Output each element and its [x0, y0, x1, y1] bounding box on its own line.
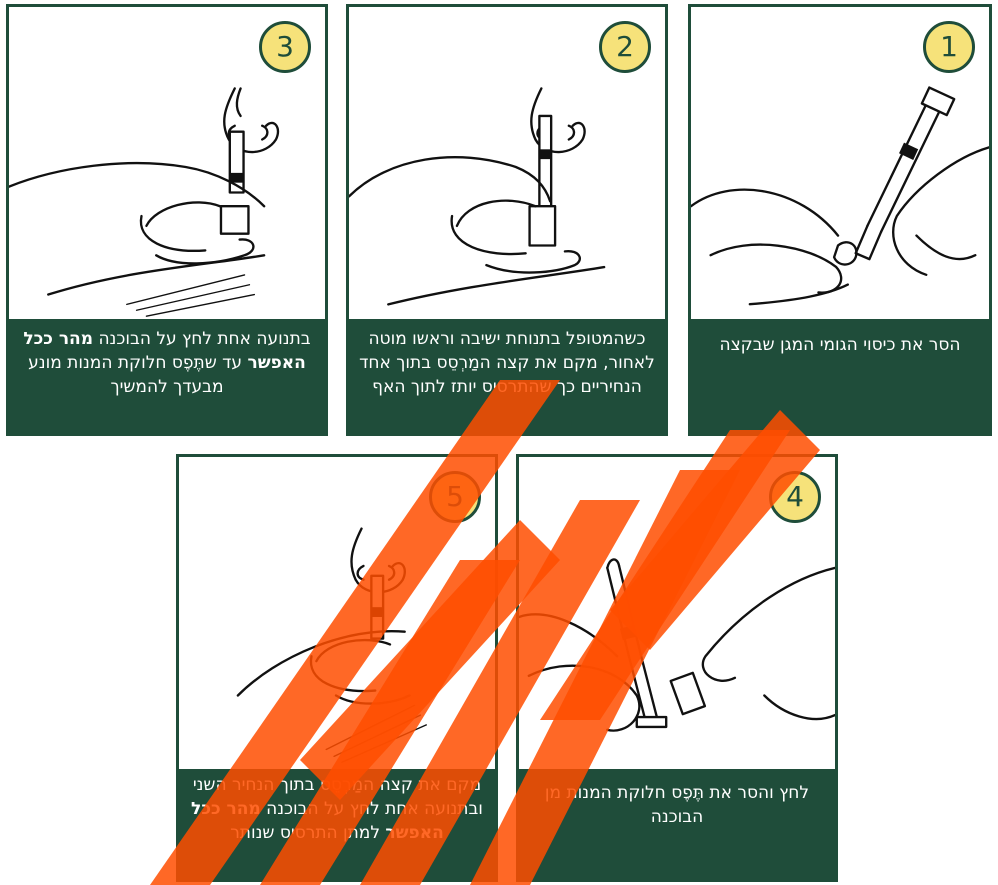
caption-text: בתנועה אחת לחץ על הבוכנה — [93, 329, 311, 349]
caption-text: כשהמטופל בתנוחת ישיבה וראשו מוטה לאחור, … — [359, 329, 655, 397]
step-5-panel: 5 מקם את קצה המַרְסֵס בתוך הנחיר השני וב… — [176, 454, 498, 882]
caption-text: עד שתֶּפֶס חלוקת המנות מונע מבעדך להמשיך — [28, 353, 247, 397]
step-5-caption: מקם את קצה המַרְסֵס בתוך הנחיר השני ובתנ… — [179, 769, 495, 879]
step-2-panel: 2 כשהמטופל בתנוחת ישיבה וראשו מוטה לאחור… — [346, 4, 668, 436]
step-number-badge: 2 — [599, 21, 651, 73]
step-4-caption: לחץ והסר את תֶּפֶס חלוקת המנות מן הבוכנה — [519, 769, 835, 879]
step-2-caption: כשהמטופל בתנוחת ישיבה וראשו מוטה לאחור, … — [349, 319, 665, 433]
step-number-badge: 1 — [923, 21, 975, 73]
caption-text: למתן התרסיס שנותר — [230, 823, 385, 843]
step-3-panel: 3 בתנועה אחת לחץ על הבוכנה מהר ככל האפשר… — [6, 4, 328, 436]
step-number-badge: 4 — [769, 471, 821, 523]
step-1-caption: הסר את כיסוי הגומי המגן שבקצה — [691, 319, 989, 433]
step-3-caption: בתנועה אחת לחץ על הבוכנה מהר ככל האפשר ע… — [9, 319, 325, 433]
step-number-badge: 3 — [259, 21, 311, 73]
step-1-panel: 1 הסר את כיסוי הגומי המגן שבקצה — [688, 4, 992, 436]
step-4-panel: 4 לחץ והסר את תֶּפֶס חלוקת המנות מן הבוכ… — [516, 454, 838, 882]
caption-text: לחץ והסר את תֶּפֶס חלוקת המנות מן הבוכנה — [545, 783, 809, 827]
step-number-badge: 5 — [429, 471, 481, 523]
caption-text: הסר את כיסוי הגומי המגן שבקצה — [719, 335, 960, 355]
